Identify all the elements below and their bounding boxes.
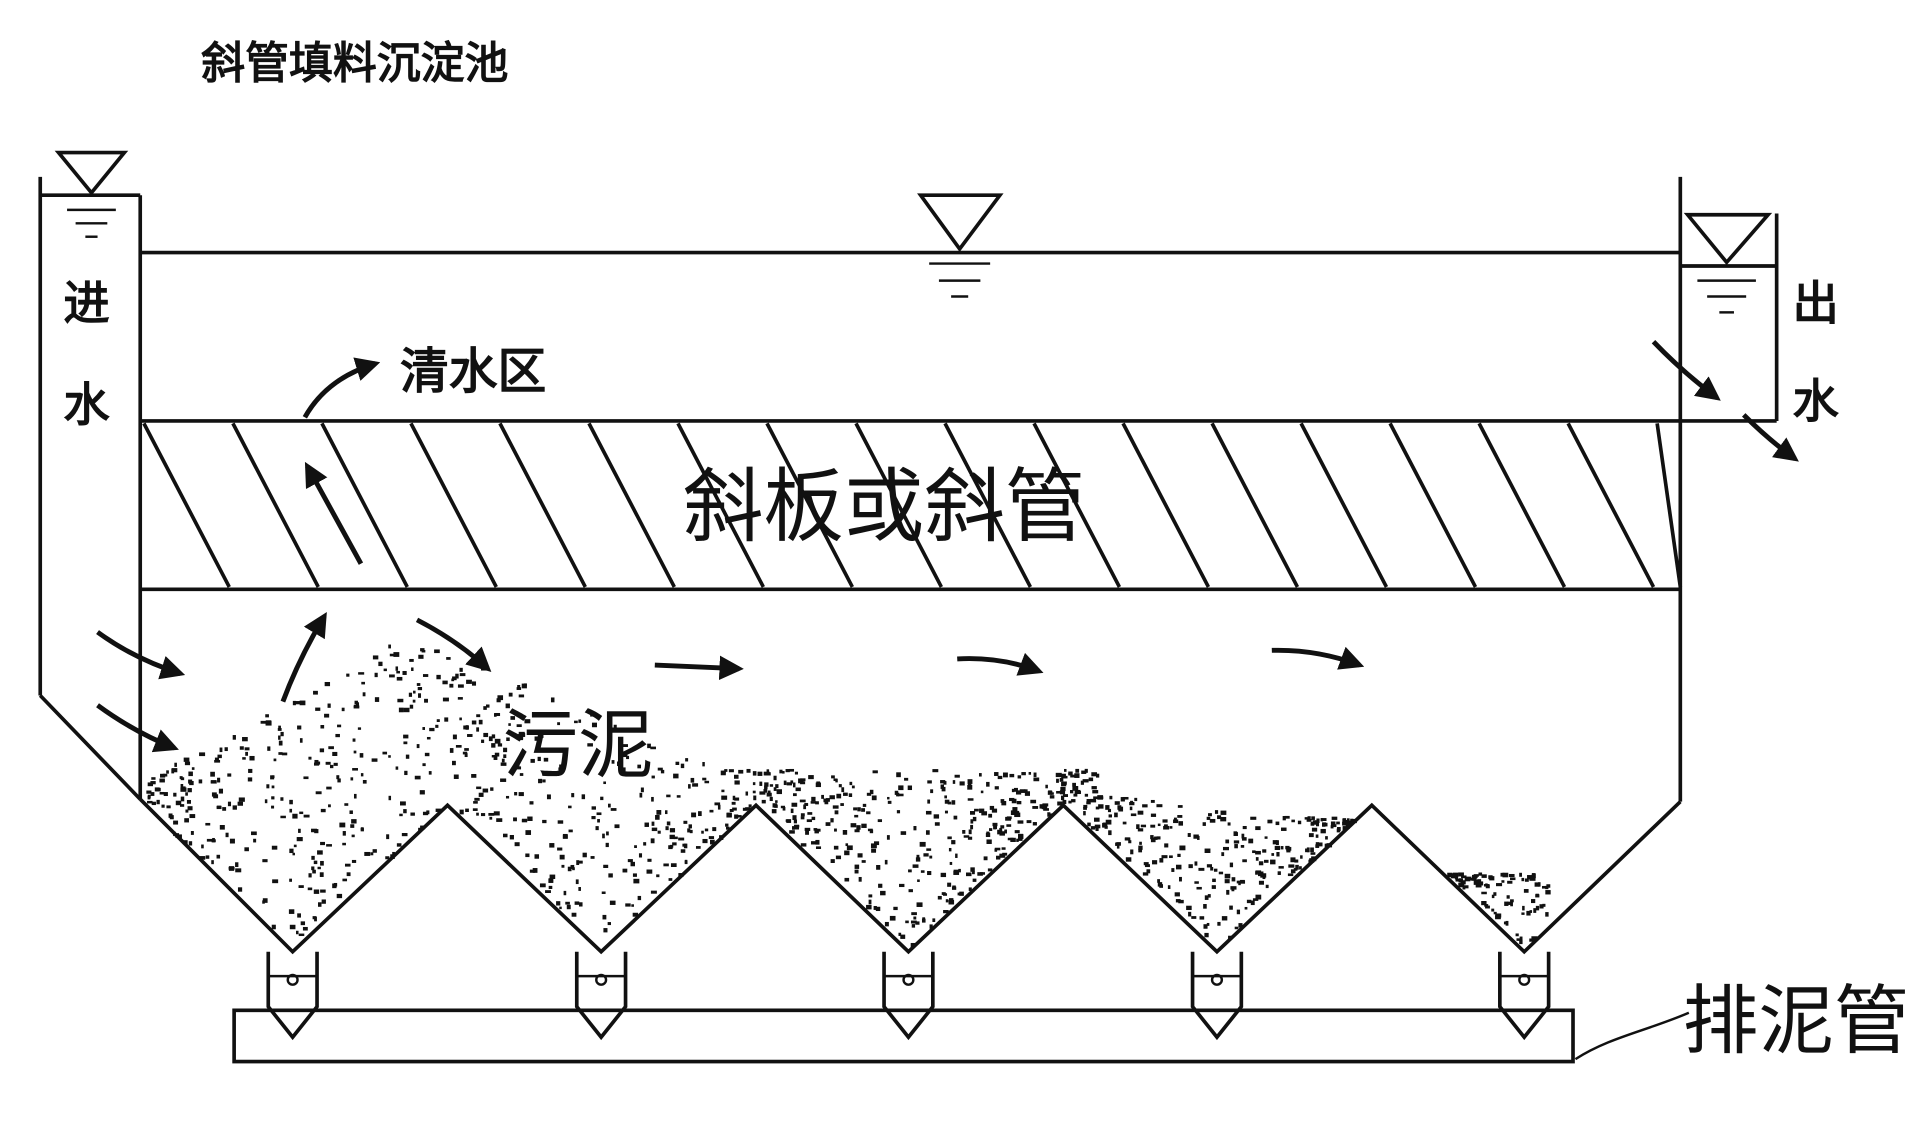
flow-arrow	[302, 357, 381, 419]
flow-arrow	[1271, 646, 1365, 670]
sludge-valve	[1498, 951, 1551, 1041]
clear-water-zone-label: 清水区	[400, 343, 546, 400]
sludge-valve	[266, 951, 319, 1041]
tube-line	[587, 422, 676, 588]
tube-line	[854, 422, 943, 588]
tube-line	[231, 422, 320, 588]
tube-line	[320, 422, 409, 588]
tube-line	[1566, 422, 1656, 588]
tube-line	[1032, 422, 1122, 588]
tubes-label: 斜板或斜管	[683, 459, 1085, 553]
flow-arrow	[96, 630, 186, 680]
outlet-label-2: 水	[1793, 374, 1840, 428]
flow-arrow	[1651, 339, 1721, 401]
inlet-label-1: 进	[63, 277, 109, 331]
tube-line	[1210, 422, 1300, 588]
tank-body	[140, 176, 1777, 802]
flow-arrow	[654, 655, 744, 681]
flow-arrow	[957, 652, 1044, 676]
outlet-label-1: 出	[1793, 277, 1839, 331]
hopper-outline	[138, 797, 1682, 955]
tube-line	[765, 422, 854, 588]
tube-line	[142, 422, 231, 588]
inlet-channel	[38, 150, 143, 801]
diagram-title: 斜管填料沉淀池	[201, 38, 508, 89]
sludge-label: 污泥	[502, 701, 653, 789]
tube-line	[1121, 422, 1211, 588]
drain-pipe-label: 排泥管	[1683, 977, 1910, 1065]
tube-line	[943, 422, 1033, 588]
water-level-icon	[917, 193, 1004, 253]
sludge-valve	[574, 951, 628, 1041]
tube-line	[1299, 422, 1389, 588]
tube-line	[1477, 422, 1567, 588]
sludge-hoppers	[138, 797, 1682, 1041]
drain-pipe	[232, 1008, 1575, 1064]
flow-arrow	[1742, 413, 1799, 462]
sludge-valve	[1190, 951, 1244, 1041]
inlet-label-2: 水	[63, 378, 110, 432]
sludge-valve	[882, 951, 935, 1041]
flow-arrow	[96, 703, 179, 753]
drain-leader-line	[1574, 1011, 1690, 1061]
tube-line	[498, 422, 587, 588]
flow-arrow	[280, 612, 327, 703]
water-level-icon	[1683, 212, 1773, 266]
flow-arrow	[415, 617, 492, 672]
flow-arrows	[96, 339, 1799, 753]
inclined-tubes	[142, 422, 1683, 588]
flow-arrow	[304, 461, 364, 565]
tube-line	[1388, 422, 1478, 588]
water-level-icon	[54, 150, 129, 196]
sludge-particles	[146, 644, 1551, 948]
tube-line	[676, 422, 765, 588]
outlet-channel	[1680, 212, 1779, 421]
tube-line	[409, 422, 498, 588]
tube-line	[1655, 423, 1683, 588]
